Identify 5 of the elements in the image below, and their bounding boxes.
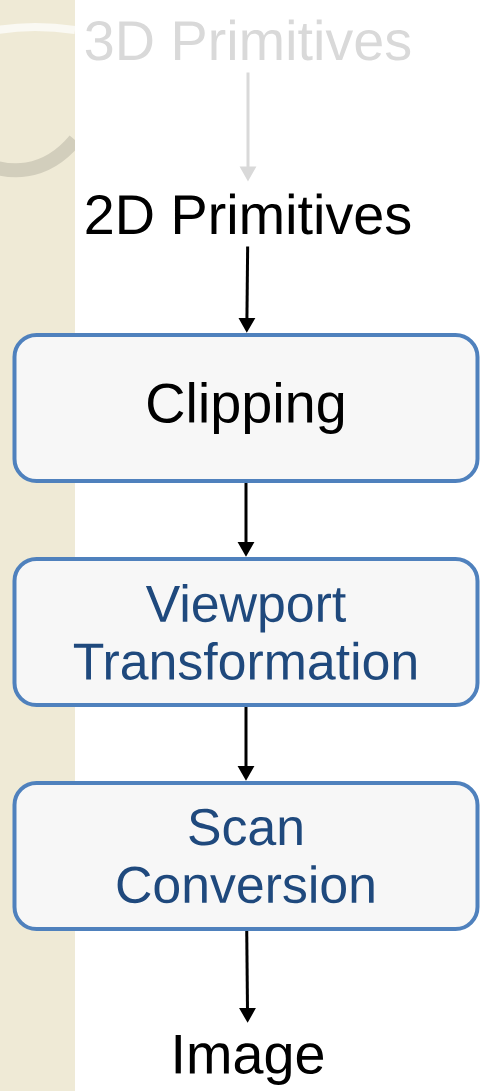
- stage-label: 2D Primitives: [86, 193, 411, 235]
- stage-label: Image: [175, 1035, 324, 1085]
- process-box: Scan Conversion: [12, 781, 480, 931]
- process-box: Clipping: [12, 333, 480, 483]
- process-box: Viewport Transformation: [12, 557, 480, 707]
